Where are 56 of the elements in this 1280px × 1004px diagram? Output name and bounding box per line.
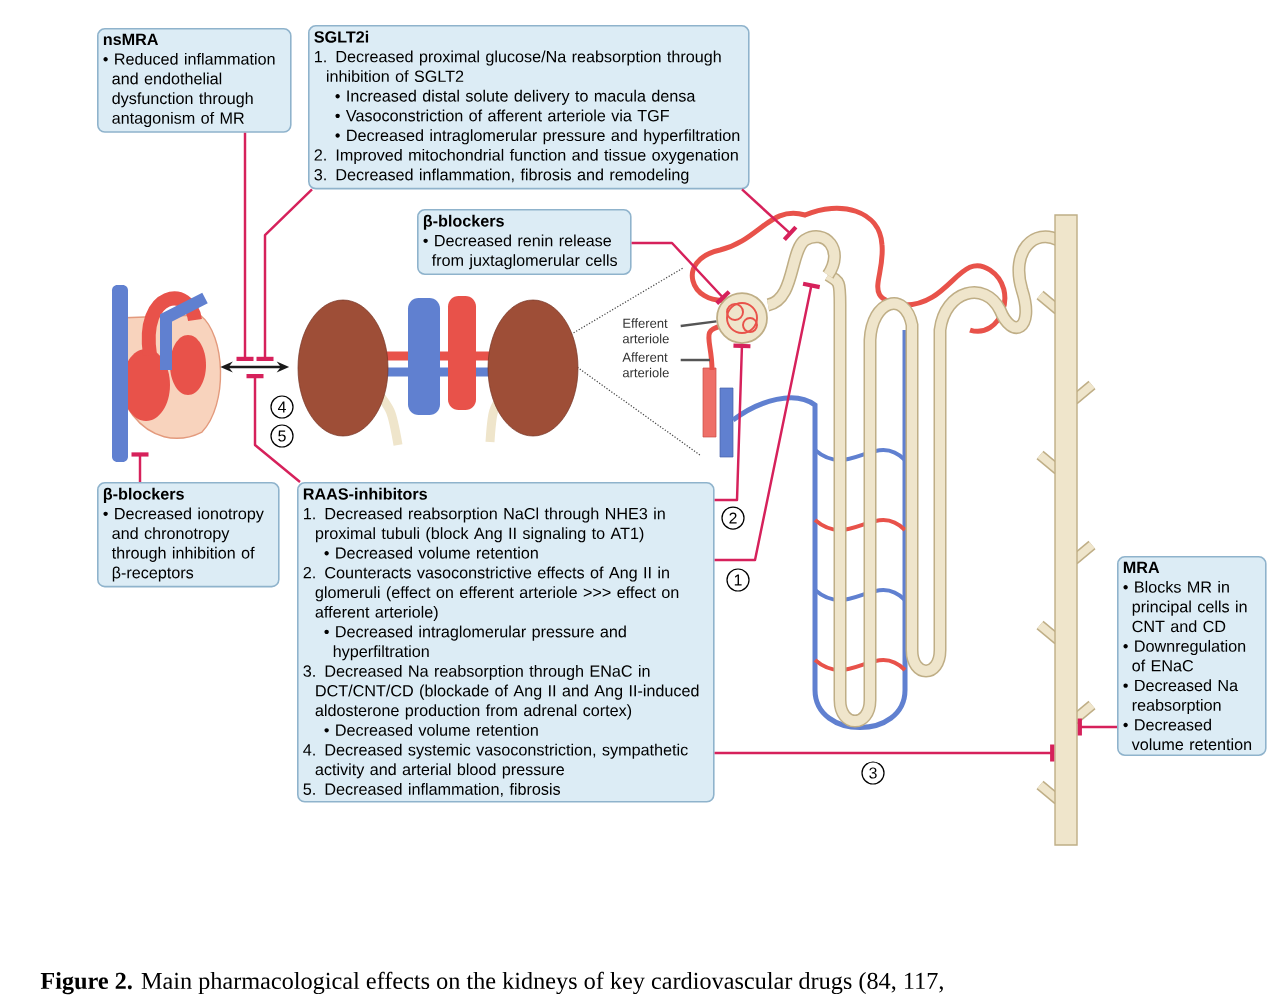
list-item: 5. Decreased inflammation, fibrosis [303,783,561,797]
list-item: • Vasoconstriction of afferent arteriole via TGF [335,109,669,122]
edge-label: 1 [726,568,750,592]
box-heading: SGLT2i [314,30,369,43]
box-heading: MRA [1123,561,1160,573]
inhibition-line [236,132,254,361]
kidneys-drawing [297,296,579,446]
list-item: • Decreased volume retention [324,546,538,559]
inhibition-line [131,452,149,482]
drug-box [417,209,632,276]
drug-box [297,482,715,803]
list-item: 2. Counteracts vasoconstrictive effects of Ang II in glomeruli (effect on efferent arteriole >>> effect on afferent arteriole) [303,566,679,621]
callout-number: 5 [270,424,294,448]
list-item: • Decreased intraglomerular pressure and hyperfiltration [324,625,626,661]
list-item: 2. Improved mitochondrial function and tissue oxygenation [314,148,738,164]
drug-box [1117,556,1267,756]
box-heading: β-blockers [103,487,184,503]
leader-line [680,358,710,362]
inhibition-line [246,374,301,483]
callout-number: 4 [270,395,294,419]
edge-label: 3 [861,761,885,785]
inhibition-line [714,744,1055,762]
glomerulus-drawing [716,292,768,344]
inhibition-line [631,241,731,305]
list-item: • Decreased renin release from juxtaglomerular cells [423,234,618,270]
drug-box [97,482,280,588]
list-item: • Decreased volume retention [324,724,538,736]
leader-line [680,320,717,328]
list-item: • Decreased ionotropy and chronotropy through inhibition of β-receptors [103,507,264,582]
box-heading: RAAS-inhibitors [303,487,427,500]
list-item: 4. Decreased systemic vasoconstriction, sympathetic activity and arterial blood pressure [303,743,688,779]
list-item: • Downregulation of ENaC [1123,639,1246,672]
list-item: • Decreased volume retention [1123,718,1252,751]
inhibition-line [256,188,313,361]
box-heading: nsMRA [103,33,159,46]
list-item: 3. Decreased Na reabsorption through ENaC in DCT/CNT/CD (blockade of Ang II and Ang II-induced aldosterone production from adrenal cortex) [303,664,699,720]
leader-label: Afferent arteriole [622,352,669,378]
list-item: • Blocks MR in principal cells in CNT and CD [1123,580,1247,633]
heart-drawing [112,285,222,462]
list-item: 1. Decreased proximal glucose/Na reabsorption through inhibition of SGLT2 [315,50,721,83]
list-item: • Decreased intraglomerular pressure and hyperfiltration [335,129,740,145]
list-item: • Reduced inflammation and endothelial dysfunction through antagonism of MR [103,52,275,127]
tubule-drawing [765,230,841,312]
drug-box [97,28,292,133]
drug-box [308,25,750,190]
list-item: • Increased distal solute delivery to macula densa [335,89,696,105]
box-heading: β-blockers [423,214,504,230]
inhibition-line [714,343,751,502]
edge-label: 2 [721,506,745,530]
figure-caption: Figure 2. Main pharmacological effects on the kidneys of key cardiovascular drugs (84, 117, [40,971,943,995]
list-item: 1. Decreased reabsorption NaCl through NHE3 in proximal tubuli (block Ang II signaling to AT1) [304,507,665,543]
inhibition-line [1077,718,1117,736]
leader-label: Efferent arteriole [622,318,669,344]
list-item: • Decreased Na reabsorption [1123,679,1239,715]
collecting-duct [1054,214,1078,846]
list-item: 3. Decreased inflammation, fibrosis and remodeling [314,168,689,184]
